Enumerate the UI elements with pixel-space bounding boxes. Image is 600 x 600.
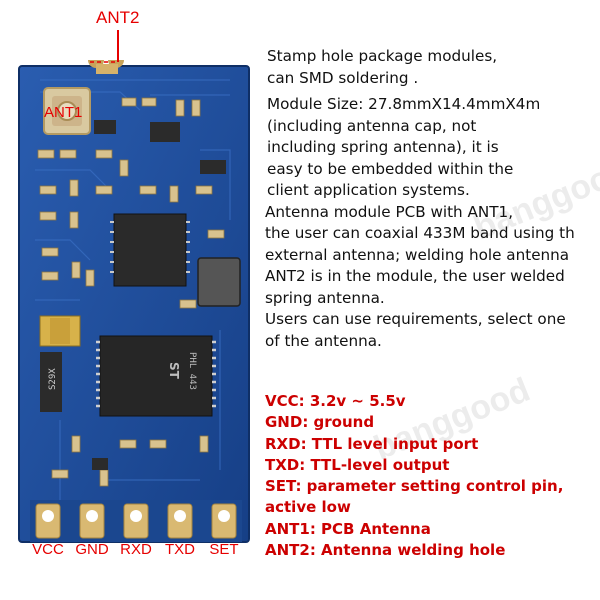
pin-label-txd: TXD (165, 541, 195, 558)
dark-components (94, 120, 226, 174)
side-chip (40, 352, 62, 412)
pcb-traces (35, 79, 231, 500)
crystal (197, 257, 241, 307)
pin-desc-ant2: ANT2: Antenna welding hole (265, 541, 506, 560)
desc-line: (including antenna cap, not (267, 116, 477, 135)
pin-label-set: SET (209, 541, 239, 558)
desc-line: Stamp hole package modules, (267, 47, 498, 65)
desc-line: client application systems. (267, 181, 470, 199)
desc-line: easy to be embedded within the (267, 159, 514, 178)
pin-pads (30, 500, 242, 542)
pin-desc-ant1: ANT1: PCB Antenna (265, 519, 431, 538)
mcu-marking-text: PHL 443 (187, 352, 197, 390)
diode (92, 458, 108, 470)
pin-desc-txd: TXD: TTL-level output (265, 455, 450, 474)
desc-line: Module Size: 27.8mmX14.4mmX4m (267, 95, 541, 113)
pin-label-gnd: GND (75, 541, 109, 558)
description-block: Stamp hole package modules, can SMD sold… (265, 46, 600, 352)
mcu-logo-text: ST (167, 362, 181, 380)
desc-line: the user can coaxial 433M band using th (265, 224, 575, 242)
desc-line: Users can use requirements, select one (265, 310, 566, 328)
smd-components (37, 97, 225, 309)
pin-desc-set: SET: parameter setting control pin, (265, 477, 564, 496)
pin-desc-set-cont: active low (265, 498, 351, 517)
side-chip-text: S29X (48, 368, 58, 390)
pin-label-vcc: VCC (32, 541, 64, 558)
rf-chip (110, 213, 190, 287)
pin-desc-rxd: RXD: TTL level input port (265, 434, 479, 453)
mcu-chip (96, 335, 216, 417)
pin-label-rxd: RXD (120, 541, 152, 558)
pin-description-list: VCC: 3.2v ~ 5.5v GND: ground RXD: TTL le… (265, 391, 600, 561)
desc-line: ANT2 is in the module, the user welded (265, 267, 565, 285)
ant1-label: ANT1 (44, 104, 83, 121)
desc-line: including spring antenna), it is (267, 138, 499, 156)
pin-desc-gnd: GND: ground (265, 413, 375, 432)
desc-line: spring antenna. (265, 288, 385, 307)
hc12-module-photo: S29X ST PHL 443 (18, 30, 250, 543)
desc-line: Antenna module PCB with ANT1, (265, 202, 514, 221)
desc-line: external antenna; welding hole antenna (265, 245, 570, 264)
desc-line: of the antenna. (265, 331, 382, 350)
ant2-label: ANT2 (96, 8, 140, 27)
desc-line: can SMD soldering . (267, 68, 419, 87)
pin-desc-vcc: VCC: 3.2v ~ 5.5v (265, 392, 406, 410)
ant1-connector (43, 87, 91, 135)
tantalum-capacitor (39, 315, 81, 347)
